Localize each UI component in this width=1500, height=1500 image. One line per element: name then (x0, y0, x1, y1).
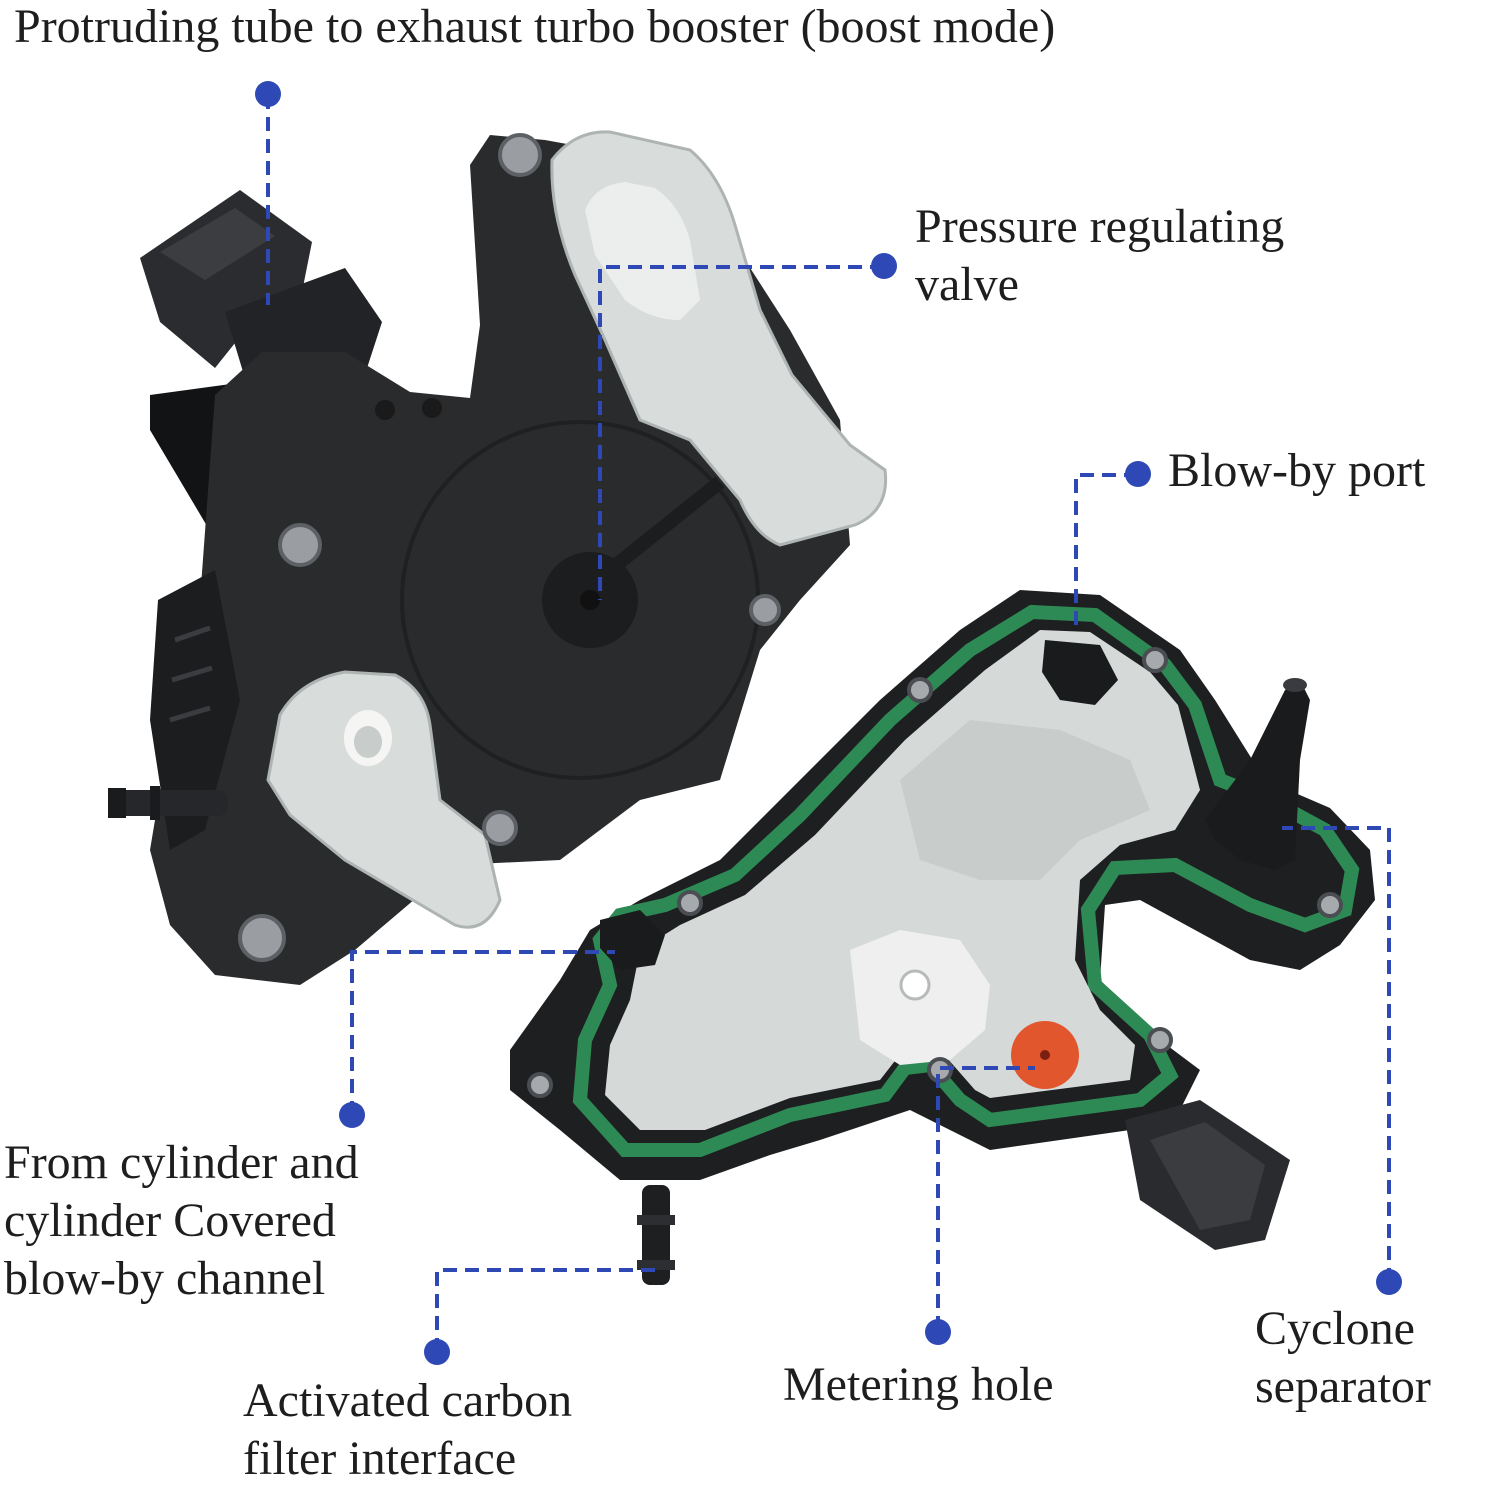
leader-from-cylinder (350, 950, 615, 1115)
label-protruding-tube-text: Protruding tube to exhaust turbo booster… (14, 0, 1056, 53)
callout-dot-from-cylinder (339, 1102, 365, 1128)
valve-housing-left (108, 130, 888, 985)
leader-blow-by-port (1074, 473, 1138, 625)
leader-pressure-valve (598, 265, 884, 600)
label-carbon-filter-line-2: filter interface (243, 1432, 517, 1485)
label-blow-by-port: Blow-by port (1168, 442, 1425, 500)
label-from-cylinder: From cylinder and cylinder Covered blow-… (4, 1134, 359, 1308)
label-pressure-valve-line-1: Pressure regulating (915, 200, 1285, 253)
callout-lines (266, 95, 1391, 1352)
leader-cyclone (1282, 826, 1391, 1282)
cover-plate-right (510, 590, 1375, 1285)
callout-dot-carbon-filter (424, 1339, 450, 1365)
label-metering-hole-text: Metering hole (783, 1358, 1054, 1411)
label-from-cylinder-line-3: blow-by channel (4, 1252, 326, 1305)
label-pressure-valve: Pressure regulating valve (915, 198, 1284, 314)
label-carbon-filter: Activated carbon filter interface (243, 1372, 572, 1488)
label-from-cylinder-line-1: From cylinder and (4, 1136, 359, 1189)
label-cyclone-line-2: separator (1255, 1360, 1431, 1413)
callout-dot-pressure-valve (871, 253, 897, 279)
label-carbon-filter-line-1: Activated carbon (243, 1374, 573, 1427)
label-metering-hole: Metering hole (783, 1356, 1054, 1414)
leader-carbon-filter (435, 1268, 655, 1352)
callout-dot-blow-by-port (1125, 461, 1151, 487)
callout-dot-metering-hole (925, 1319, 951, 1345)
callout-dots (255, 81, 1402, 1365)
label-cyclone-line-1: Cyclone (1255, 1302, 1415, 1355)
label-blow-by-port-text: Blow-by port (1168, 444, 1426, 497)
label-protruding-tube: Protruding tube to exhaust turbo booster… (14, 0, 1055, 56)
callout-dot-protruding-tube (255, 81, 281, 107)
callout-dot-cyclone (1376, 1269, 1402, 1295)
label-from-cylinder-line-2: cylinder Covered (4, 1194, 336, 1247)
label-cyclone: Cyclone separator (1255, 1300, 1431, 1416)
label-pressure-valve-line-2: valve (915, 258, 1019, 311)
